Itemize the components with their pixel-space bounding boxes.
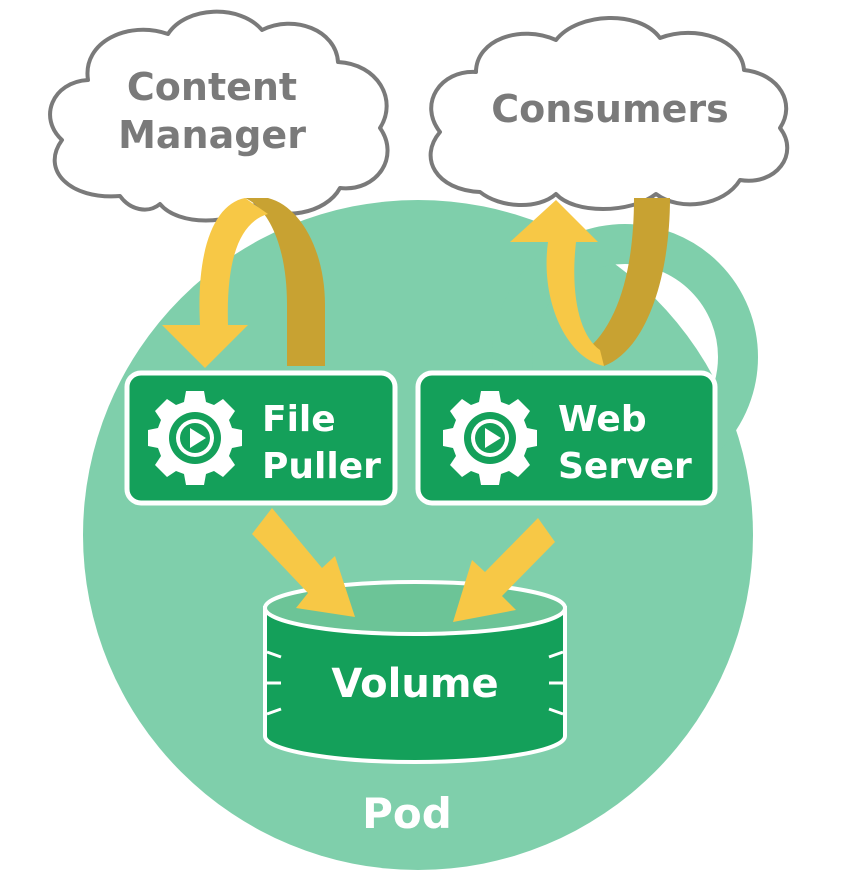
web-server-to-consumers-arrow — [510, 198, 670, 366]
pod-label: Pod — [362, 789, 452, 838]
consumers-cloud: Consumers — [428, 16, 790, 211]
web-server-label-line2: Server — [558, 446, 692, 487]
file-puller-label-line1: File — [262, 399, 336, 440]
file-puller-label-line2: Puller — [262, 446, 381, 487]
content-manager-label-line2: Manager — [118, 113, 306, 157]
file-puller-container: File Puller — [124, 370, 398, 506]
file-puller-to-volume-arrow — [252, 508, 355, 617]
web-server-container: Web Server — [415, 370, 718, 506]
volume-tick-marks — [266, 650, 564, 716]
content-manager-cloud: Content Manager — [48, 9, 390, 223]
file-puller-gear-icon — [148, 391, 242, 485]
web-server-label-line1: Web — [558, 399, 647, 440]
volume-to-web-server-arrow — [453, 518, 555, 622]
web-server-gear-icon — [443, 391, 537, 485]
consumers-label: Consumers — [491, 87, 728, 131]
content-manager-to-file-puller-arrow — [162, 198, 325, 368]
volume-label: Volume — [331, 661, 498, 707]
content-manager-label-line1: Content — [127, 65, 297, 109]
